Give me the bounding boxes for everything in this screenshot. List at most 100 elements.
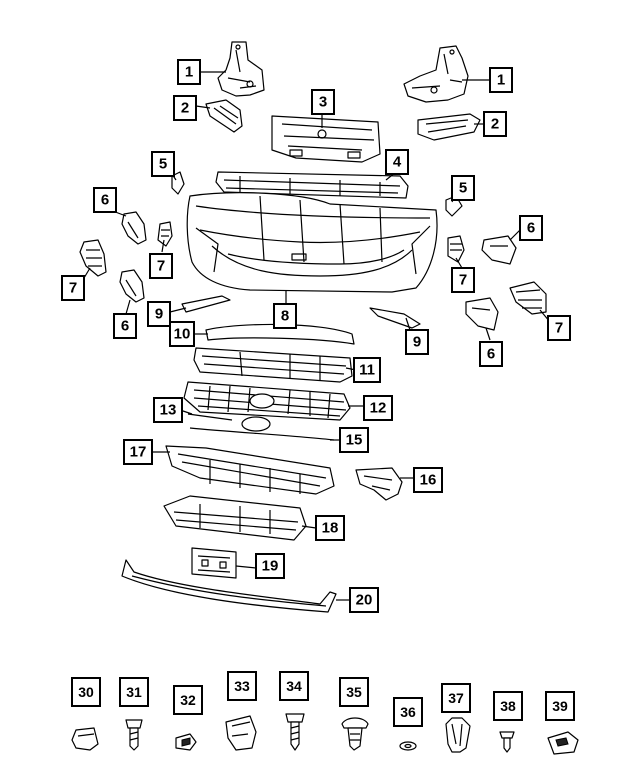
callout-9: 9 xyxy=(405,329,429,355)
callout-6: 6 xyxy=(519,215,543,241)
svg-text:30: 30 xyxy=(78,684,94,700)
svg-text:1: 1 xyxy=(497,72,505,89)
svg-text:2: 2 xyxy=(491,116,499,133)
svg-text:6: 6 xyxy=(101,192,109,209)
part-17-deflector xyxy=(165,445,335,495)
svg-text:5: 5 xyxy=(159,156,167,173)
hardware-33: 33 xyxy=(225,671,257,751)
svg-text:39: 39 xyxy=(552,698,568,714)
part-6-left-upper-bezel xyxy=(121,211,147,245)
svg-text:17: 17 xyxy=(130,444,147,461)
part-4-reinforcement-bar xyxy=(215,171,409,199)
svg-text:7: 7 xyxy=(157,258,165,275)
callout-7: 7 xyxy=(451,267,475,293)
callout-7: 7 xyxy=(61,275,85,301)
part-1-right-bracket xyxy=(403,45,469,103)
part-2-left-bracket xyxy=(205,99,243,133)
callout-5: 5 xyxy=(451,175,475,201)
part-7-left-grille-a xyxy=(157,221,173,247)
part-18-lower-support xyxy=(163,495,307,541)
callout-6: 6 xyxy=(93,187,117,213)
svg-text:31: 31 xyxy=(126,684,142,700)
svg-text:16: 16 xyxy=(420,472,437,489)
svg-text:32: 32 xyxy=(180,692,196,708)
callout-11: 11 xyxy=(353,357,381,383)
hardware-30: 30 xyxy=(71,677,101,751)
part-15-lower-strip xyxy=(189,427,335,441)
svg-text:19: 19 xyxy=(262,558,279,575)
callout-8: 8 xyxy=(273,303,297,329)
callout-13: 13 xyxy=(153,397,183,423)
svg-text:11: 11 xyxy=(359,362,375,379)
svg-text:12: 12 xyxy=(370,400,387,417)
callout-2: 2 xyxy=(483,111,507,137)
callout-6: 6 xyxy=(113,313,137,339)
part-6-right-upper-bezel xyxy=(481,235,517,265)
svg-text:35: 35 xyxy=(346,684,362,700)
callout-3: 3 xyxy=(311,89,335,115)
part-20-splitter xyxy=(121,559,337,613)
hardware-39: 39 xyxy=(545,691,579,755)
part-12-main-grille xyxy=(183,381,351,421)
part-7-right-grille-a xyxy=(447,235,465,263)
part-13-strip xyxy=(187,413,271,432)
svg-text:9: 9 xyxy=(155,306,163,323)
svg-text:6: 6 xyxy=(121,318,129,335)
hardware-31: 31 xyxy=(119,677,149,751)
callout-15: 15 xyxy=(339,427,369,453)
svg-text:13: 13 xyxy=(160,402,177,419)
svg-text:18: 18 xyxy=(322,520,339,537)
part-7-left-grille-b xyxy=(79,239,107,277)
callout-5: 5 xyxy=(151,151,175,177)
svg-text:20: 20 xyxy=(356,592,373,609)
callout-12: 12 xyxy=(363,395,393,421)
part-19-license-bracket xyxy=(191,547,237,579)
callout-2: 2 xyxy=(173,95,197,121)
svg-text:33: 33 xyxy=(234,678,250,694)
svg-text:7: 7 xyxy=(69,280,77,297)
part-11-lower-grille xyxy=(193,347,353,383)
svg-text:8: 8 xyxy=(281,308,289,325)
hardware-34: 34 xyxy=(279,671,309,751)
callout-7: 7 xyxy=(149,253,173,279)
svg-text:1: 1 xyxy=(185,64,193,81)
svg-text:36: 36 xyxy=(400,704,416,720)
part-3-center-bracket xyxy=(271,115,381,163)
callout-6: 6 xyxy=(479,341,503,367)
svg-text:2: 2 xyxy=(181,100,189,117)
callout-17: 17 xyxy=(123,439,153,465)
hardware-35: 35 xyxy=(339,677,369,751)
callout-1: 1 xyxy=(177,59,201,85)
svg-text:37: 37 xyxy=(448,690,464,706)
hardware-36: 36 xyxy=(393,697,423,751)
part-10-grille-trim xyxy=(205,323,355,345)
callout-7: 7 xyxy=(547,315,571,341)
part-6-right-lower-bezel xyxy=(465,297,499,331)
part-9-right-molding xyxy=(369,307,421,329)
part-7-right-grille-b xyxy=(509,281,547,315)
svg-text:34: 34 xyxy=(286,678,302,694)
callout-1: 1 xyxy=(489,67,513,93)
hardware-38: 38 xyxy=(493,691,523,753)
svg-text:15: 15 xyxy=(346,432,363,449)
callout-20: 20 xyxy=(349,587,379,613)
svg-text:6: 6 xyxy=(487,346,495,363)
part-16-side-bracket xyxy=(355,467,403,501)
part-9-left-molding xyxy=(181,295,231,313)
hardware-32: 32 xyxy=(173,685,203,751)
part-1-left-bracket xyxy=(217,41,265,97)
svg-text:38: 38 xyxy=(500,698,516,714)
svg-text:5: 5 xyxy=(459,180,467,197)
part-2-right-bracket xyxy=(417,113,481,141)
svg-text:9: 9 xyxy=(413,334,421,351)
callout-19: 19 xyxy=(255,553,285,579)
svg-text:4: 4 xyxy=(393,154,402,171)
callout-4: 4 xyxy=(385,149,409,175)
svg-text:3: 3 xyxy=(319,94,327,111)
hardware-37: 37 xyxy=(441,683,471,753)
callout-18: 18 xyxy=(315,515,345,541)
part-6-left-lower-bezel xyxy=(119,269,145,303)
svg-text:7: 7 xyxy=(459,272,467,289)
callout-9: 9 xyxy=(147,301,171,327)
callout-10: 10 xyxy=(169,321,195,347)
